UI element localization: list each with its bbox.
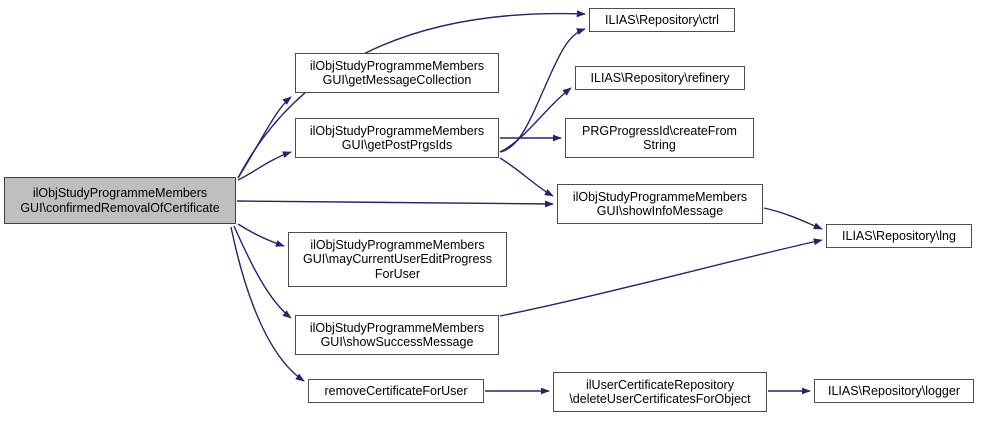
- graph-node-label: ilObjStudyProgrammeMembers GUI\mayCurren…: [303, 237, 492, 281]
- edge-root-to-mayCurrentUserEdit: [237, 223, 285, 247]
- graph-node-label: PRGProgressId\createFrom String: [582, 123, 737, 153]
- graph-node-removeCertificate[interactable]: removeCertificateForUser: [308, 379, 484, 403]
- edge-showInfoMessage-to-lng: [763, 207, 823, 230]
- graph-node-label: ILIAS\Repository\logger: [827, 383, 960, 398]
- graph-node-logger[interactable]: ILIAS\Repository\logger: [814, 379, 974, 403]
- graph-node-label: ilObjStudyProgrammeMembers GUI\showSucce…: [309, 320, 485, 350]
- graph-node-getPostPrgsIds[interactable]: ilObjStudyProgrammeMembers GUI\getPostPr…: [295, 118, 499, 158]
- edge-showSuccessMessage-to-lng: [499, 238, 823, 317]
- graph-node-label: ilObjStudyProgrammeMembers GUI\getMessag…: [309, 58, 485, 88]
- edge-getPostPrgsIds-to-showInfoMessage: [499, 157, 554, 197]
- edge-root-to-ctrl: [237, 10, 586, 179]
- graph-node-label: ilObjStudyProgrammeMembers GUI\getPostPr…: [309, 123, 485, 153]
- graph-node-label: ilUserCertificateRepository \deleteUserC…: [569, 377, 751, 407]
- graph-node-getMessageCollection[interactable]: ilObjStudyProgrammeMembers GUI\getMessag…: [295, 53, 499, 93]
- edge-getPostPrgsIds-to-refinery: [499, 87, 572, 153]
- graph-node-ctrl[interactable]: ILIAS\Repository\ctrl: [589, 8, 735, 32]
- graph-node-mayCurrentUserEdit[interactable]: ilObjStudyProgrammeMembers GUI\mayCurren…: [288, 232, 507, 287]
- graph-node-showSuccessMessage[interactable]: ilObjStudyProgrammeMembers GUI\showSucce…: [295, 315, 499, 355]
- graph-node-label: ilObjStudyProgrammeMembers GUI\showInfoM…: [572, 189, 748, 219]
- graph-node-label: ILIAS\Repository\lng: [842, 228, 956, 243]
- graph-node-label: ilObjStudyProgrammeMembers GUI\confirmed…: [20, 186, 220, 215]
- edge-root-to-getPostPrgsIds: [237, 151, 292, 181]
- graph-node-root[interactable]: ilObjStudyProgrammeMembers GUI\confirmed…: [4, 177, 236, 224]
- edge-root-to-showInfoMessage: [236, 200, 554, 208]
- edge-root-to-removeCertificate: [230, 226, 305, 382]
- graph-node-label: ILIAS\Repository\ctrl: [605, 12, 719, 27]
- edge-root-to-getMessageCollection: [237, 96, 292, 179]
- edge-root-to-showSuccessMessage: [233, 225, 292, 319]
- graph-node-showInfoMessage[interactable]: ilObjStudyProgrammeMembers GUI\showInfoM…: [557, 184, 763, 224]
- graph-node-label: removeCertificateForUser: [324, 383, 468, 398]
- graph-node-label: ILIAS\Repository\refinery: [590, 70, 730, 85]
- graph-node-deleteUserCerts[interactable]: ilUserCertificateRepository \deleteUserC…: [553, 372, 767, 412]
- graph-node-lng[interactable]: ILIAS\Repository\lng: [826, 224, 972, 248]
- graph-node-createFromString[interactable]: PRGProgressId\createFrom String: [565, 118, 754, 158]
- graph-node-refinery[interactable]: ILIAS\Repository\refinery: [575, 66, 745, 90]
